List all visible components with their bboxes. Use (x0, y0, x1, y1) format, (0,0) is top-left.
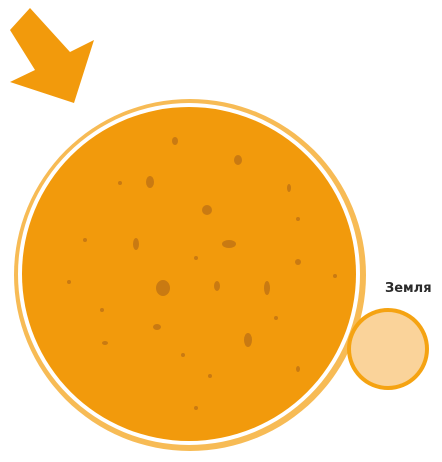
sun-body (22, 107, 356, 441)
earth (347, 308, 429, 390)
sun (14, 99, 366, 451)
earth-body (351, 312, 425, 386)
earth-label: Земля (385, 281, 432, 297)
arrow-icon (10, 8, 94, 103)
